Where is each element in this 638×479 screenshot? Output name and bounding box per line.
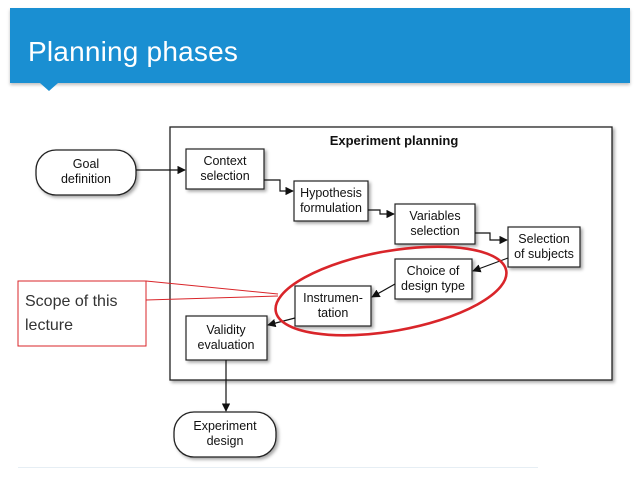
node-label: Instrumen- bbox=[303, 291, 363, 305]
callout-line-2: lecture bbox=[25, 317, 73, 334]
node-label: Context bbox=[203, 154, 247, 168]
panel-title: Experiment planning bbox=[330, 133, 459, 148]
node-label: Validity bbox=[206, 323, 246, 337]
node-goal-definition: Goal definition bbox=[35, 149, 137, 196]
node-label: tation bbox=[318, 306, 349, 320]
node-label: Selection bbox=[518, 232, 569, 246]
node-label: Choice of bbox=[407, 264, 460, 278]
node-selection-of-subjects: Selection of subjects bbox=[507, 226, 581, 268]
node-label: Hypothesis bbox=[300, 186, 362, 200]
node-choice-of-design-type: Choice of design type bbox=[394, 258, 473, 300]
slide-header: Planning phases bbox=[10, 8, 630, 83]
node-label: selection bbox=[200, 169, 249, 183]
node-instrumentation: Instrumen- tation bbox=[294, 285, 372, 327]
callout-line-1: Scope of this bbox=[25, 293, 118, 310]
node-hypothesis-formulation: Hypothesis formulation bbox=[293, 180, 369, 222]
node-label: design bbox=[207, 434, 244, 448]
node-label: of subjects bbox=[514, 247, 574, 261]
footer-divider bbox=[18, 467, 538, 468]
node-label: definition bbox=[61, 172, 111, 186]
arrow-hypothesis-to-variables bbox=[368, 209, 395, 219]
node-label: Variables bbox=[409, 209, 460, 223]
arrow-context-to-hypothesis bbox=[264, 179, 294, 196]
node-label: design type bbox=[401, 279, 465, 293]
node-variables-selection: Variables selection bbox=[394, 203, 476, 245]
scope-callout-box bbox=[17, 280, 147, 347]
header-pointer bbox=[40, 83, 58, 91]
slide-title: Planning phases bbox=[28, 36, 239, 67]
scope-ellipse bbox=[274, 245, 508, 337]
node-validity-evaluation: Validity evaluation bbox=[185, 315, 268, 361]
callout-pointer-bottom bbox=[145, 295, 279, 301]
arrow-design-type-to-instrumentation bbox=[371, 283, 396, 298]
node-label: formulation bbox=[300, 201, 362, 215]
node-label: selection bbox=[410, 224, 459, 238]
node-label: evaluation bbox=[198, 338, 255, 352]
node-label: Experiment bbox=[193, 419, 257, 433]
callout-pointer-top bbox=[145, 280, 279, 295]
node-label: Goal bbox=[73, 157, 99, 171]
node-context-selection: Context selection bbox=[185, 148, 265, 190]
node-experiment-design: Experiment design bbox=[173, 411, 277, 458]
arrow-subjects-to-design-type bbox=[472, 257, 509, 273]
arrow-variables-to-subjects bbox=[475, 232, 508, 245]
